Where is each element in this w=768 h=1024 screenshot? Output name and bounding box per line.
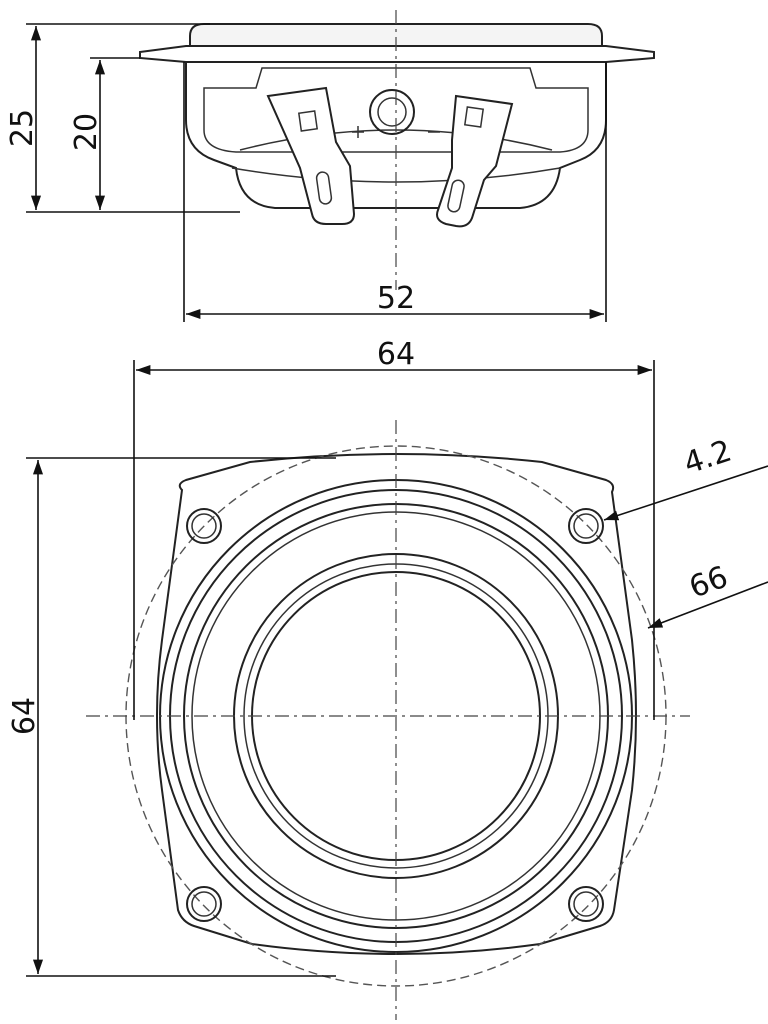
dim-label-64-height: 64: [7, 697, 42, 735]
right-terminal-hole: [447, 179, 465, 213]
plus-mark: [352, 126, 364, 138]
dim-side-height-total: 25: [5, 23, 240, 213]
left-terminal: [266, 86, 356, 225]
front-view: [86, 420, 690, 1020]
dim-side-height-body: 20: [69, 57, 140, 210]
front-view-flange: [156, 453, 637, 955]
dim-label-64-width: 64: [377, 337, 415, 372]
side-view-flange: [139, 45, 655, 63]
side-view-knob-inner: [377, 97, 407, 127]
dim-label-4-2: 4.2: [680, 434, 736, 482]
side-view-knob-outer: [369, 89, 415, 135]
dim-label-25: 25: [5, 109, 40, 147]
dim-label-52: 52: [377, 281, 415, 316]
mounting-holes: [186, 508, 604, 922]
dim-label-20: 20: [69, 113, 104, 151]
right-terminal: [436, 94, 514, 228]
left-terminal-hole: [315, 171, 333, 205]
leader-hole-diameter: 4.2: [603, 434, 768, 521]
side-view: [139, 10, 655, 290]
dim-front-height: 64: [7, 457, 336, 977]
dim-front-width: 64: [133, 337, 655, 720]
side-view-frame: [203, 67, 589, 153]
leader-outer-diameter: 66: [647, 560, 768, 629]
side-view-cap: [189, 23, 603, 49]
dim-side-width: 52: [183, 62, 607, 322]
right-terminal-slot: [463, 106, 485, 128]
left-terminal-slot: [297, 110, 319, 132]
